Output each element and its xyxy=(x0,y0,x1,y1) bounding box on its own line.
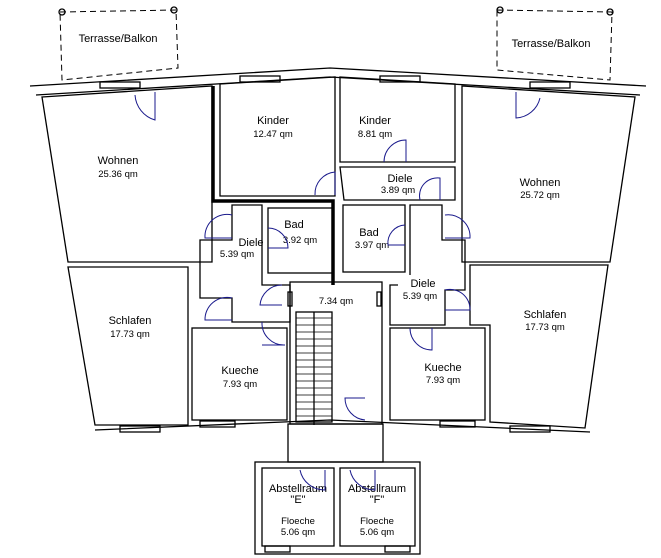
terrace-left: Terrasse/Balkon xyxy=(58,6,179,81)
staircase xyxy=(295,311,333,425)
room-name: Abstellraum xyxy=(348,483,406,495)
entrance xyxy=(287,423,384,463)
room-name: Wohnen xyxy=(520,177,561,189)
room-area: 25.72 qm xyxy=(520,190,560,201)
room-name: Schlafen xyxy=(109,315,152,327)
room-wohnen-left: Wohnen 25.36 qm xyxy=(41,85,213,263)
room-name: Diele xyxy=(238,237,263,249)
room-name: Schlafen xyxy=(524,309,567,321)
room-diele-right: Diele 5.39 qm xyxy=(389,204,466,326)
room-stair-hall: 7.34 qm xyxy=(287,281,383,425)
room-area: 5.39 qm xyxy=(403,291,437,302)
room-kueche-right: Kueche 7.93 qm xyxy=(389,327,486,421)
room-schlafen-left: Schlafen 17.73 qm xyxy=(67,266,189,426)
terrace-right: Terrasse/Balkon xyxy=(496,6,614,81)
room-name: Bad xyxy=(284,219,304,231)
room-bad-right: Bad 3.97 qm xyxy=(342,204,406,273)
terrace-right-label: Terrasse/Balkon xyxy=(512,38,591,50)
room-name: Bad xyxy=(359,227,379,239)
room-area: 7.34 qm xyxy=(319,296,353,307)
room-area: 8.81 qm xyxy=(358,129,392,140)
room-code: "F" xyxy=(370,494,385,506)
room-area: 3.89 qm xyxy=(381,185,415,196)
room-area: 3.97 qm xyxy=(355,240,389,251)
room-area: 17.73 qm xyxy=(525,322,565,333)
room-abstellraum-f: Abstellraum "F" Floeche 5.06 qm xyxy=(339,467,416,547)
room-kinder-right: Kinder 8.81 qm xyxy=(339,76,456,163)
room-name: Wohnen xyxy=(98,155,139,167)
room-area-label: Floeche xyxy=(281,516,315,527)
room-name: Kinder xyxy=(257,115,289,127)
room-kinder-left: Kinder 12.47 qm xyxy=(219,76,336,197)
room-area: 5.39 qm xyxy=(220,249,254,260)
room-schlafen-right: Schlafen 17.73 qm xyxy=(469,264,609,429)
room-wohnen-right: Wohnen 25.72 qm xyxy=(461,85,636,263)
room-area: 7.93 qm xyxy=(223,379,257,390)
room-name: Diele xyxy=(410,278,435,290)
room-name: Kinder xyxy=(359,115,391,127)
room-area: 25.36 qm xyxy=(98,169,138,180)
doors xyxy=(134,92,541,491)
storage-block xyxy=(254,461,421,555)
room-area: 17.73 qm xyxy=(110,329,150,340)
outer-wall-top xyxy=(29,67,647,87)
room-area: 12.47 qm xyxy=(253,129,293,140)
room-diele-left: Diele 5.39 qm xyxy=(199,204,291,323)
room-area: 7.93 qm xyxy=(426,375,460,386)
terrace-left-label: Terrasse/Balkon xyxy=(79,33,158,45)
windows xyxy=(99,75,571,553)
room-kueche-left: Kueche 7.93 qm xyxy=(191,327,288,421)
room-name: Diele xyxy=(387,173,412,185)
room-area-label: Floeche xyxy=(360,516,394,527)
room-name: Abstellraum xyxy=(269,483,327,495)
room-name: Kueche xyxy=(221,365,258,377)
room-area: 5.06 qm xyxy=(281,527,315,538)
room-area: 5.06 qm xyxy=(360,527,394,538)
room-bad-left: Bad 3.92 qm xyxy=(267,207,334,274)
room-abstellraum-e: Abstellraum "E" Floeche 5.06 qm xyxy=(261,467,335,547)
room-code: "E" xyxy=(290,494,305,506)
room-area: 3.92 qm xyxy=(283,235,317,246)
room-diele-top-right: Diele 3.89 qm xyxy=(339,166,456,201)
room-name: Kueche xyxy=(424,362,461,374)
